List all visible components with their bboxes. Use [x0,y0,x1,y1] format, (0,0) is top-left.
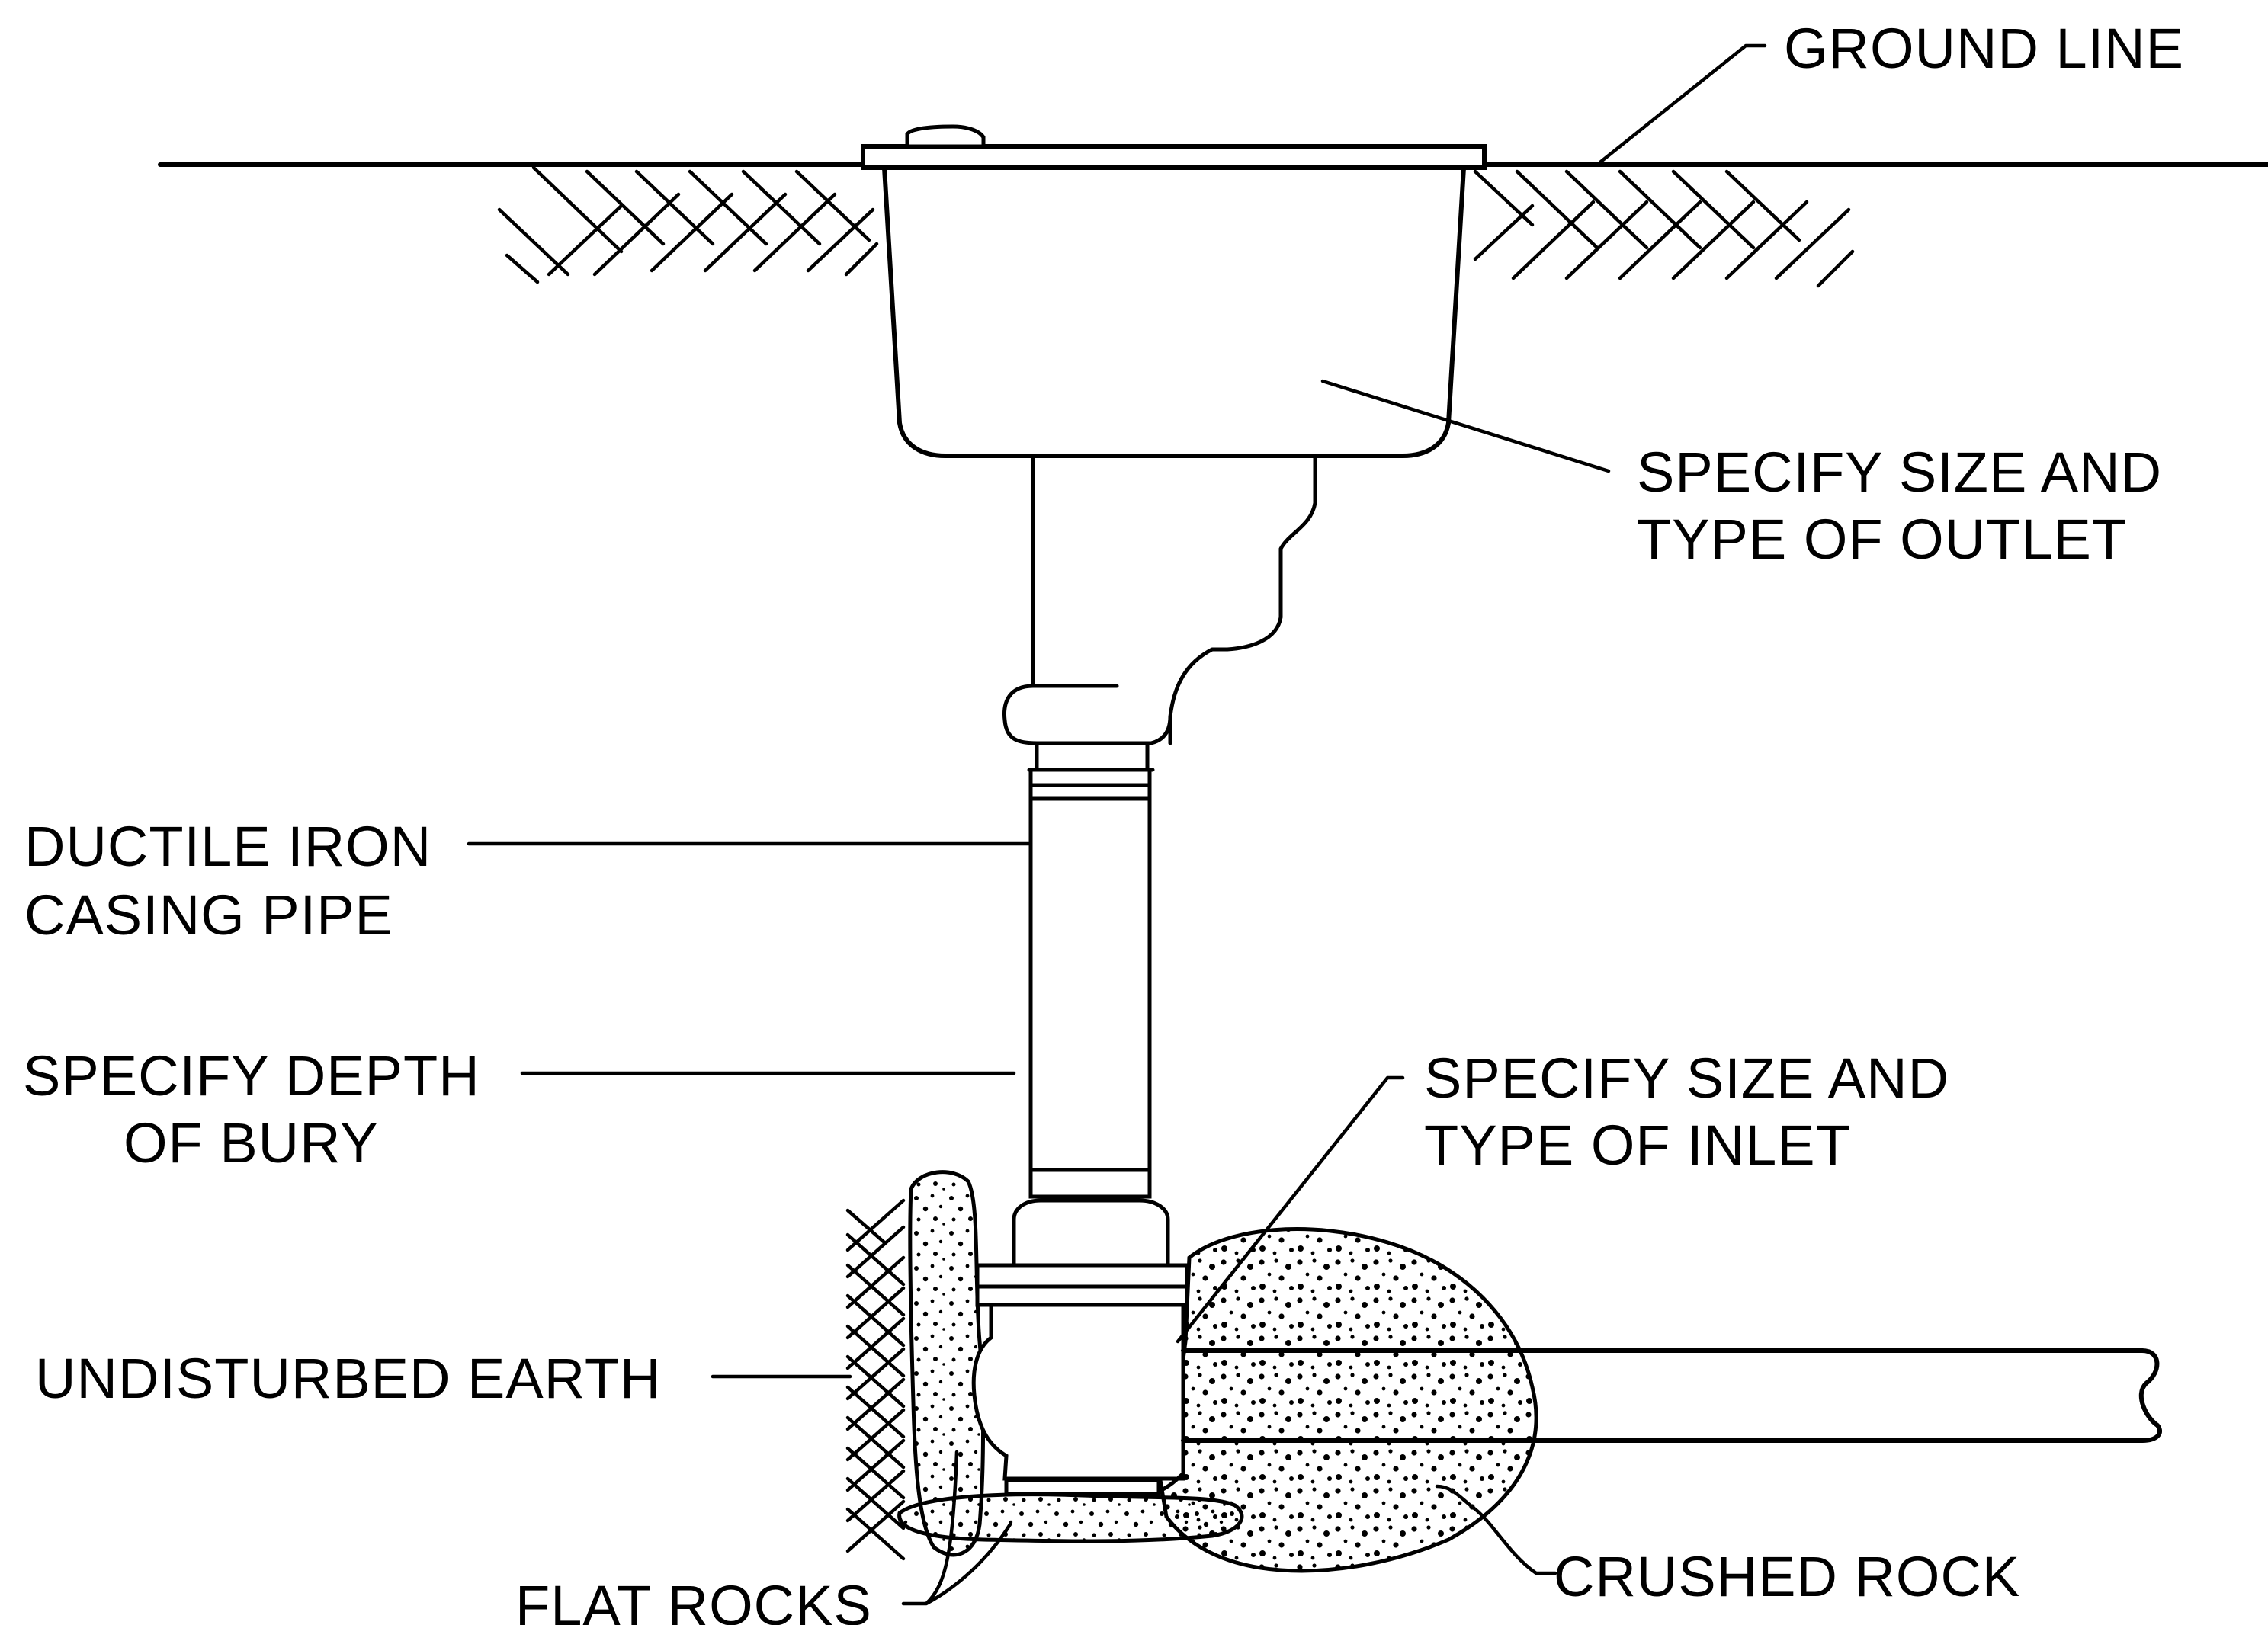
label-depth-line2: OF BURY [124,1111,379,1175]
label-undisturbed-earth: UNDISTURBED EARTH [35,1347,662,1410]
label-casing-line2: CASING PIPE [24,883,393,947]
leader-lines [467,43,1767,1606]
leader-inlet [1176,1075,1405,1344]
leader-flat-rocks [901,1450,1012,1606]
inlet-pipe [1181,1348,2163,1443]
leader-outlet [1320,379,1611,473]
outlet-box [861,124,1487,458]
label-casing-line1: DUCTILE IRON [24,815,431,878]
leader-ground-line [1599,43,1767,164]
label-crushed-rock: CRUSHED ROCK [1554,1545,2020,1608]
label-ground-line: GROUND LINE [1784,17,2184,80]
soil-hatch-right [1473,169,1855,288]
label-depth-line1: SPECIFY DEPTH [23,1044,480,1107]
label-outlet-line2: TYPE OF OUTLET [1637,508,2127,571]
soil-hatch-left [497,165,879,284]
leader-crushed-rock [1435,1484,1557,1575]
label-flat-rocks: FLAT ROCKS [515,1574,872,1625]
hydrant-shoe [971,1198,1189,1496]
label-inlet-line2: TYPE OF INLET [1424,1114,1851,1177]
hydrant-upper-barrel [1002,454,1317,745]
label-inlet-line1: SPECIFY SIZE AND [1424,1046,1949,1110]
undisturbed-earth-hatch [845,1198,906,1561]
label-outlet-line1: SPECIFY SIZE AND [1637,441,2162,504]
casing-pipe [1027,741,1155,1199]
